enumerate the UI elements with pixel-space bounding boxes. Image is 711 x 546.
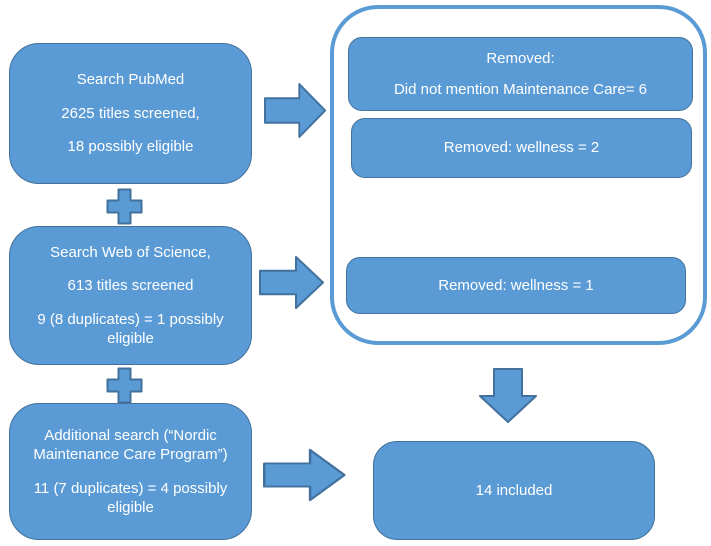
box-text-line: Search PubMed: [76, 71, 185, 89]
source-box-pubmed: Search PubMed 2625 titles screened, 18 p…: [9, 43, 252, 184]
arrow-right-icon: [259, 254, 325, 311]
arrow-down-icon: [478, 368, 538, 424]
box-text-line: Removed:: [486, 49, 555, 67]
box-text-line: Removed: wellness = 1: [438, 276, 594, 294]
box-text-line: 14 included: [475, 481, 553, 499]
removed-box-wellness-1: Removed: wellness = 1: [346, 257, 686, 314]
plus-icon: [106, 367, 143, 404]
source-box-additional-search: Additional search (“Nordic Maintenance C…: [9, 403, 252, 540]
box-text-line: 18 possibly eligible: [67, 138, 194, 156]
box-text-line: 2625 titles screened,: [61, 104, 200, 122]
box-text-line: 613 titles screened: [67, 277, 194, 294]
plus-icon: [106, 188, 143, 225]
box-text-line: Search Web of Science,: [50, 243, 211, 261]
removed-box-wellness-2: Removed: wellness = 2: [351, 118, 692, 178]
box-text-line: 9 (8 duplicates) = 1 possibly eligible: [37, 310, 224, 348]
box-text-line: Additional search (“Nordic Maintenance C…: [33, 426, 228, 464]
removed-box-maintenance-care: Removed: Did not mention Maintenance Car…: [348, 37, 693, 111]
arrow-right-icon: [264, 81, 327, 140]
arrow-right-icon: [263, 447, 347, 503]
box-text-line: 11 (7 duplicates) = 4 possibly eligible: [33, 479, 228, 517]
source-box-web-of-science: Search Web of Science, 613 titles screen…: [9, 226, 252, 365]
result-box-included: 14 included: [373, 441, 655, 540]
box-text-line: Did not mention Maintenance Care= 6: [393, 81, 648, 98]
box-text-line: Removed: wellness = 2: [443, 139, 600, 157]
